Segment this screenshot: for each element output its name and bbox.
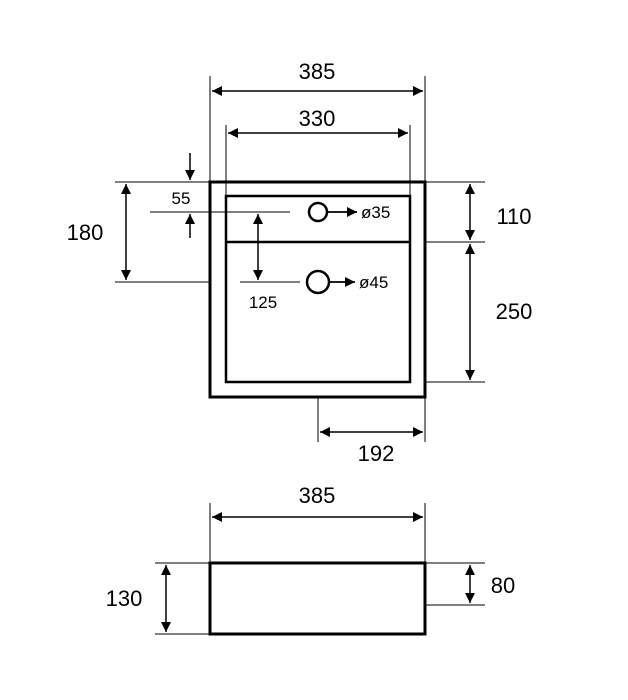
label-overall-width: 385 <box>299 59 336 84</box>
tap-hole-circle <box>307 201 329 223</box>
label-inner-width: 330 <box>299 106 336 131</box>
basin-side-outline <box>208 561 427 636</box>
label-drain-center: 192 <box>358 441 395 466</box>
label-front-section: 250 <box>496 299 533 324</box>
label-side-width: 385 <box>299 483 336 508</box>
label-side-height: 130 <box>106 586 143 611</box>
label-rear-section: 110 <box>496 204 531 229</box>
label-tap-hole-offset: 55 <box>172 189 191 208</box>
label-drain-offset: 125 <box>249 293 277 312</box>
top-view-extension-lines <box>115 76 485 442</box>
label-overall-depth: 180 <box>67 220 104 245</box>
basin-inner-outline <box>224 194 412 384</box>
top-view <box>115 76 485 442</box>
side-view-extension-lines <box>155 503 485 635</box>
side-view <box>155 503 485 636</box>
drain-hole-circle <box>305 269 331 295</box>
label-drain-diameter: ø45 <box>359 273 388 292</box>
label-tap-hole-diameter: ø35 <box>361 203 390 222</box>
basin-outer-outline <box>208 180 427 399</box>
label-bowl-depth: 80 <box>491 573 515 598</box>
